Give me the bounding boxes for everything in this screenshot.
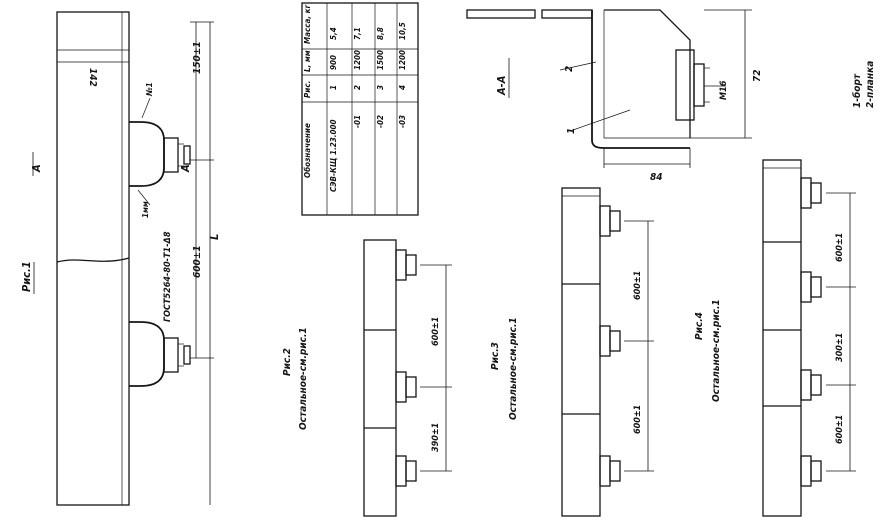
col-fig: Рис. xyxy=(303,81,312,98)
figure-1: 142 150±1 600±1 L А А №1 1мм ГОСТ5264-80… xyxy=(20,11,221,506)
row3-fig: 3 xyxy=(376,85,385,90)
figure-4: 600±1 300±1 600±1 Рис.4 Остальное-см.рис… xyxy=(694,159,856,517)
fig1-title: Рис.1 xyxy=(20,261,33,292)
label-1: 1 xyxy=(566,128,577,134)
section-title: А-А xyxy=(495,76,508,96)
row4-length: 1200 xyxy=(398,50,407,70)
fig4-note: Остальное-см.рис.1 xyxy=(711,299,722,402)
fig3-dim-600-b: 600±1 xyxy=(633,405,643,434)
dim-600: 600±1 xyxy=(192,245,203,278)
row2-length: 1200 xyxy=(353,50,362,70)
figure-2: 600±1 390±1 Рис.2 Остальное-см.рис.1 xyxy=(282,239,452,517)
row1-fig: 1 xyxy=(329,85,338,90)
fig2-note: Остальное-см.рис.1 xyxy=(298,327,309,430)
col-designation: Обозначение xyxy=(302,123,312,178)
fig2-title: Рис.2 xyxy=(282,348,293,376)
fig4-dim-600-b: 600±1 xyxy=(835,415,845,444)
label-2: 2 xyxy=(564,66,575,72)
dim-142: 142 xyxy=(87,68,98,87)
fig4-title: Рис.4 xyxy=(694,312,705,340)
row2-designation: -01 xyxy=(353,115,362,128)
row4-fig: 4 xyxy=(398,85,407,90)
bracket-upper xyxy=(129,121,191,187)
fig4-dim-600-a: 600±1 xyxy=(835,233,845,262)
row4-mass: 10,5 xyxy=(398,22,407,40)
legend-1: 1-борт xyxy=(851,73,863,108)
legend-2: 2-планка xyxy=(865,61,876,108)
callout-weld-1: №1 xyxy=(145,82,154,97)
fig2-dim-600: 600±1 xyxy=(431,317,441,346)
figure-3: 600±1 600±1 Рис.3 Остальное-см.рис.1 xyxy=(490,187,654,517)
section-mark-right: А xyxy=(179,164,192,173)
row4-designation: -03 xyxy=(398,115,407,128)
fig3-dim-600-a: 600±1 xyxy=(633,271,643,300)
row3-length: 1500 xyxy=(376,50,385,70)
dim-150: 150±1 xyxy=(192,41,203,74)
bracket-lower xyxy=(129,321,191,387)
row3-mass: 8,8 xyxy=(376,27,385,40)
row2-fig: 2 xyxy=(353,85,362,90)
fig2-dim-390: 390±1 xyxy=(431,423,441,452)
dim-m16: M16 xyxy=(719,80,729,100)
dim-84: 84 xyxy=(650,172,663,183)
dim-72: 72 xyxy=(752,69,763,82)
callout-gost: ГОСТ5264-80-Т1-Δ8 xyxy=(163,231,173,322)
section-view: А-А 1 2 M16 72 84 1-борт 2-планка xyxy=(466,9,876,183)
row1-length: 900 xyxy=(329,55,338,70)
row3-designation: -02 xyxy=(376,115,385,128)
col-length: L, мм xyxy=(303,50,312,72)
dim-L: L xyxy=(208,234,221,240)
spec-table-text: Обозначение Рис. L, мм Масса, кг СЭВ-КЩ … xyxy=(302,4,407,192)
section-joint xyxy=(56,257,130,263)
row1-designation: СЭВ-КЩ 1.23.000 xyxy=(329,120,338,192)
col-mass: Масса, кг xyxy=(303,4,312,44)
spec-table xyxy=(301,2,419,216)
section-mark-left: А xyxy=(30,164,43,173)
fig3-title: Рис.3 xyxy=(490,342,501,370)
fig3-note: Остальное-см.рис.1 xyxy=(508,317,519,420)
row2-mass: 7,1 xyxy=(353,27,362,40)
callout-1mm: 1мм xyxy=(141,201,150,218)
fig4-dim-300: 300±1 xyxy=(835,333,845,362)
row1-mass: 5,4 xyxy=(329,27,338,40)
